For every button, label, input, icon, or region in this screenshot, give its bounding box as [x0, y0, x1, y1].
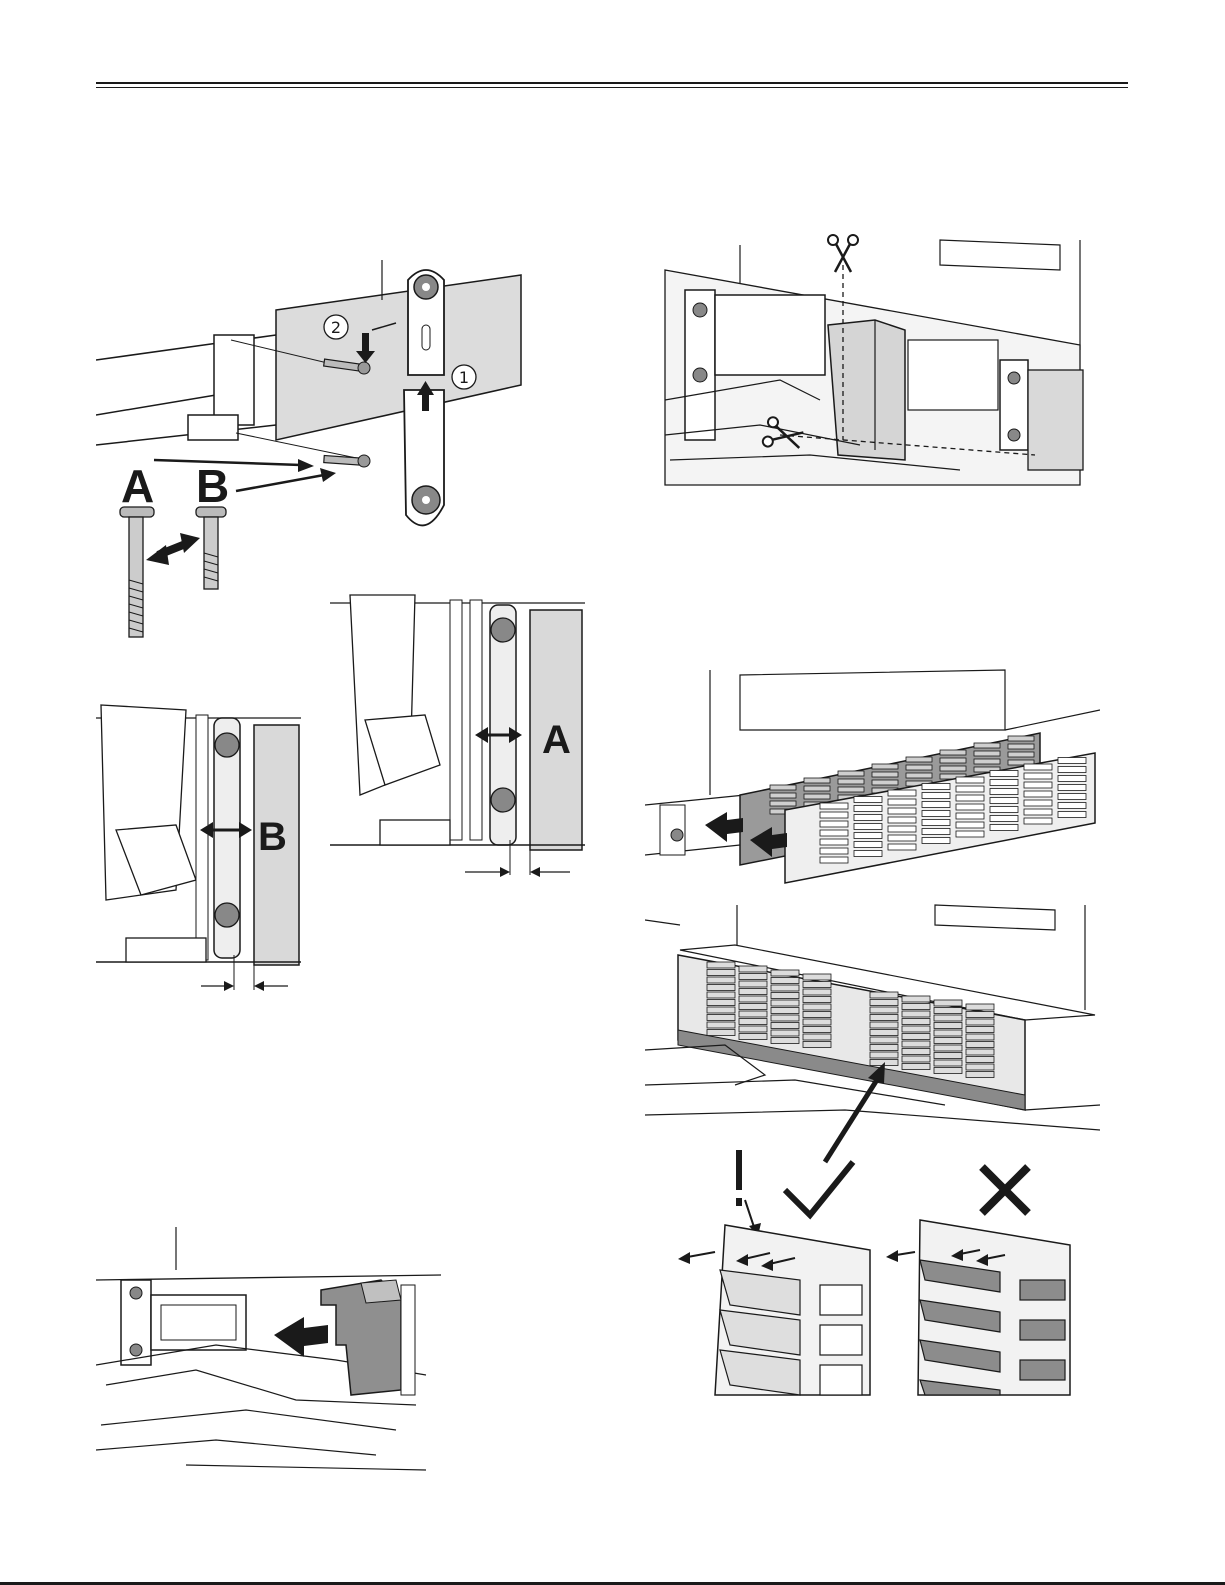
figure-slide-grille [645, 665, 1100, 890]
figure-insert-panel [96, 1225, 441, 1480]
screw-label-b: B [196, 460, 229, 512]
header-rule-bottom [96, 87, 1128, 88]
distance-label-b: B [258, 815, 287, 859]
header-rule-top [96, 82, 1128, 84]
cross-icon [982, 1167, 1028, 1213]
figure-airflow-detail [670, 1040, 1080, 1400]
distance-label-a: A [542, 718, 571, 762]
figure-distance-a: A [330, 575, 585, 885]
screw-label-a: A [121, 460, 154, 512]
figure-distance-b: B [96, 690, 306, 1000]
step-1-number: 1 [459, 368, 469, 387]
step-2-number: 2 [331, 318, 341, 337]
figure-cut-panel [660, 230, 1085, 490]
checkmark-icon [785, 1162, 853, 1215]
exclamation-icon [736, 1150, 761, 1236]
